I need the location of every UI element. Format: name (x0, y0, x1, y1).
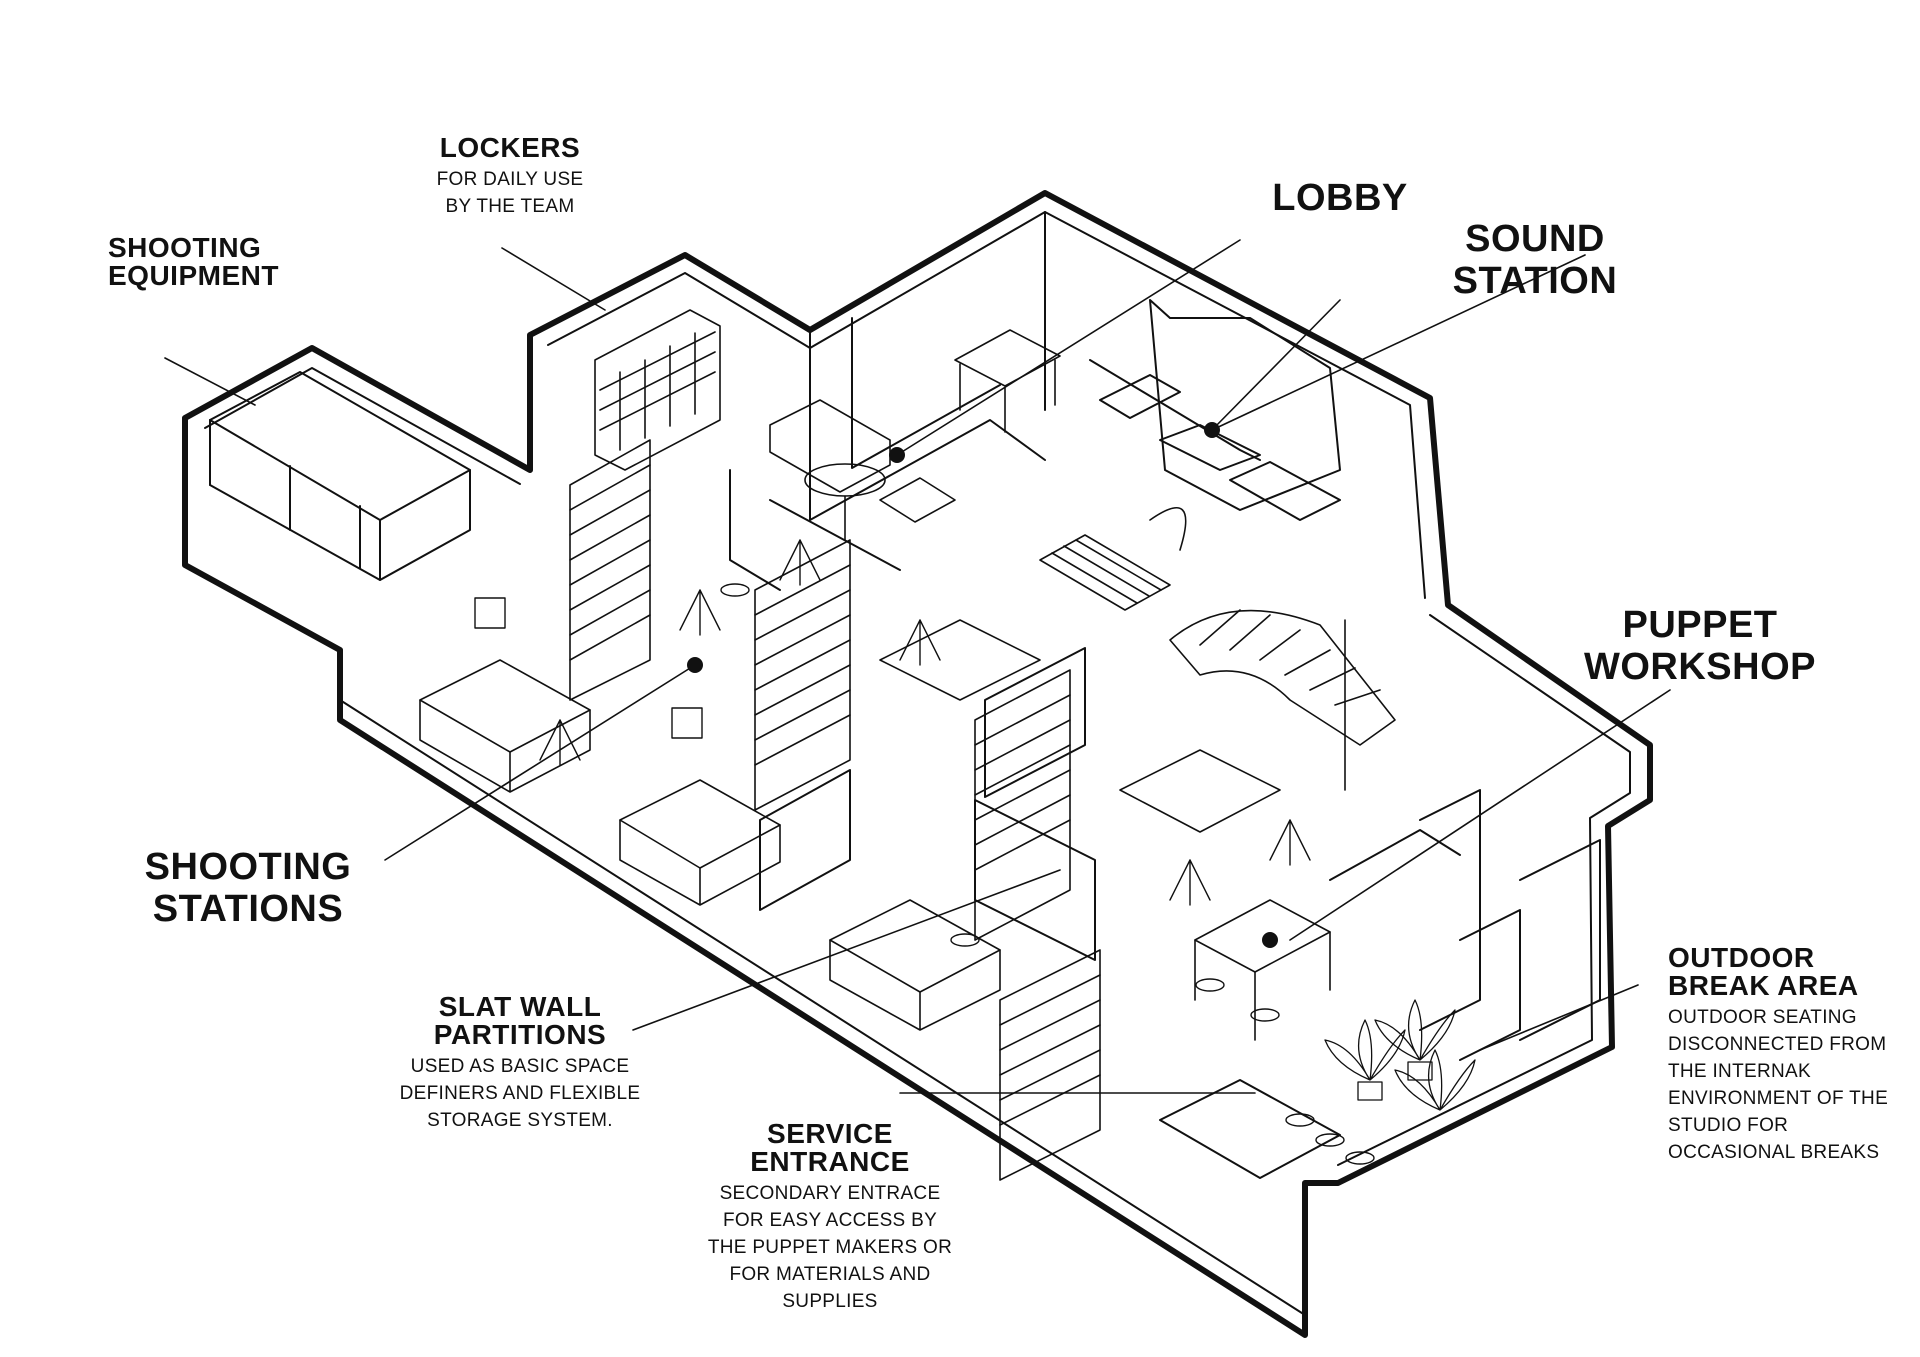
outdoor-break-area-desc-line: DISCONNECTED FROM (1668, 1034, 1887, 1055)
potted-plants (1324, 999, 1476, 1111)
label-sound-station: SOUND STATION (1430, 218, 1640, 302)
puppet-workshop-walls (1159, 789, 1601, 1179)
lobby-title: LOBBY (1272, 177, 1408, 219)
label-shooting-stations: SHOOTING STATIONS (128, 846, 368, 930)
shooting-equipment-title-line: EQUIPMENT (108, 260, 279, 291)
service-entrance-desc-line: SECONDARY ENTRACE (719, 1183, 941, 1204)
outdoor-break-area-desc-line: OUTDOOR SEATING (1668, 1007, 1857, 1028)
outdoor-break-area-desc-line: THE INTERNAK (1668, 1061, 1811, 1082)
work-tables (419, 619, 1331, 1041)
shooting-equipment-cabinets (209, 371, 471, 581)
slat-wall-desc-line: DEFINERS AND FLEXIBLE (399, 1083, 641, 1104)
label-service-entrance: SERVICE ENTRANCE SECONDARY ENTRACE FOR E… (690, 1120, 970, 1315)
service-entrance-desc-line: SUPPLIES (782, 1291, 878, 1312)
lockers-desc-line: BY THE TEAM (445, 196, 575, 217)
label-lobby: LOBBY (1235, 177, 1445, 219)
leader-lines (164, 239, 1671, 1094)
sound-station-room (1089, 299, 1341, 521)
sound-station-title-line: STATION (1452, 260, 1618, 302)
pegboards (759, 647, 1096, 961)
puppet-workshop-title-line: WORKSHOP (1584, 646, 1816, 688)
puppet-workshop-dot (1262, 932, 1278, 948)
service-entrance-desc-line: FOR EASY ACCESS BY (722, 1210, 938, 1231)
label-lockers: LOCKERS FOR DAILY USE BY THE TEAM (430, 134, 590, 220)
inner-wall-line (547, 211, 1426, 599)
inner-wall-line (204, 367, 521, 485)
outdoor-break-area-desc-line: ENVIRONMENT OF THE (1668, 1088, 1889, 1109)
label-puppet-workshop: PUPPET WORKSHOP (1570, 604, 1830, 688)
tripods (474, 539, 1311, 906)
shooting-stations-title-line: STATIONS (152, 888, 344, 930)
outdoor-break-area-title-line: OUTDOOR (1668, 942, 1815, 973)
inner-wall-line (339, 699, 1306, 1316)
sound-station-title-line: SOUND (1465, 218, 1605, 260)
outer-wall-outline (182, 190, 1653, 1338)
shooting-stations-title-line: SHOOTING (144, 846, 352, 888)
label-outdoor-break-area: OUTDOOR BREAK AREA OUTDOOR SEATING DISCO… (1668, 944, 1908, 1166)
slat-wall-desc-line: USED AS BASIC SPACE (410, 1056, 630, 1077)
service-entrance-desc-line: THE PUPPET MAKERS OR (707, 1237, 953, 1258)
slat-wall-title-line: PARTITIONS (433, 1019, 607, 1050)
lobby-furniture (769, 329, 1061, 541)
lockers-unit (594, 309, 721, 471)
slat-wall-partitions (569, 439, 1101, 1181)
shooting-equipment-title-line: SHOOTING (108, 232, 262, 263)
stairs-spiral (1169, 609, 1396, 791)
label-shooting-equipment: SHOOTING EQUIPMENT (108, 234, 308, 290)
shooting-stations-dot (687, 657, 703, 673)
lockers-desc-line: FOR DAILY USE (436, 169, 584, 190)
service-entrance-title-line: SERVICE (767, 1118, 893, 1149)
lockers-title: LOCKERS (439, 132, 581, 163)
puppet-workshop-title-line: PUPPET (1622, 604, 1778, 646)
outdoor-break-area-desc-line: OCCASIONAL BREAKS (1668, 1142, 1880, 1163)
service-entrance-title-line: ENTRANCE (750, 1146, 910, 1177)
slat-wall-title-line: SLAT WALL (438, 991, 602, 1022)
inner-wall-line (1337, 614, 1631, 1166)
sound-station-dot (1204, 422, 1220, 438)
stairs-upper (1039, 506, 1187, 611)
lobby-dot (889, 447, 905, 463)
lobby-walls (729, 211, 1046, 591)
outdoor-break-area-desc-line: STUDIO FOR (1668, 1115, 1789, 1136)
service-entrance-desc-line: FOR MATERIALS AND (729, 1264, 931, 1285)
slat-wall-desc-line: STORAGE SYSTEM. (427, 1110, 613, 1131)
outdoor-break-area-title-line: BREAK AREA (1668, 970, 1859, 1001)
label-slat-wall-partitions: SLAT WALL PARTITIONS USED AS BASIC SPACE… (390, 993, 650, 1134)
